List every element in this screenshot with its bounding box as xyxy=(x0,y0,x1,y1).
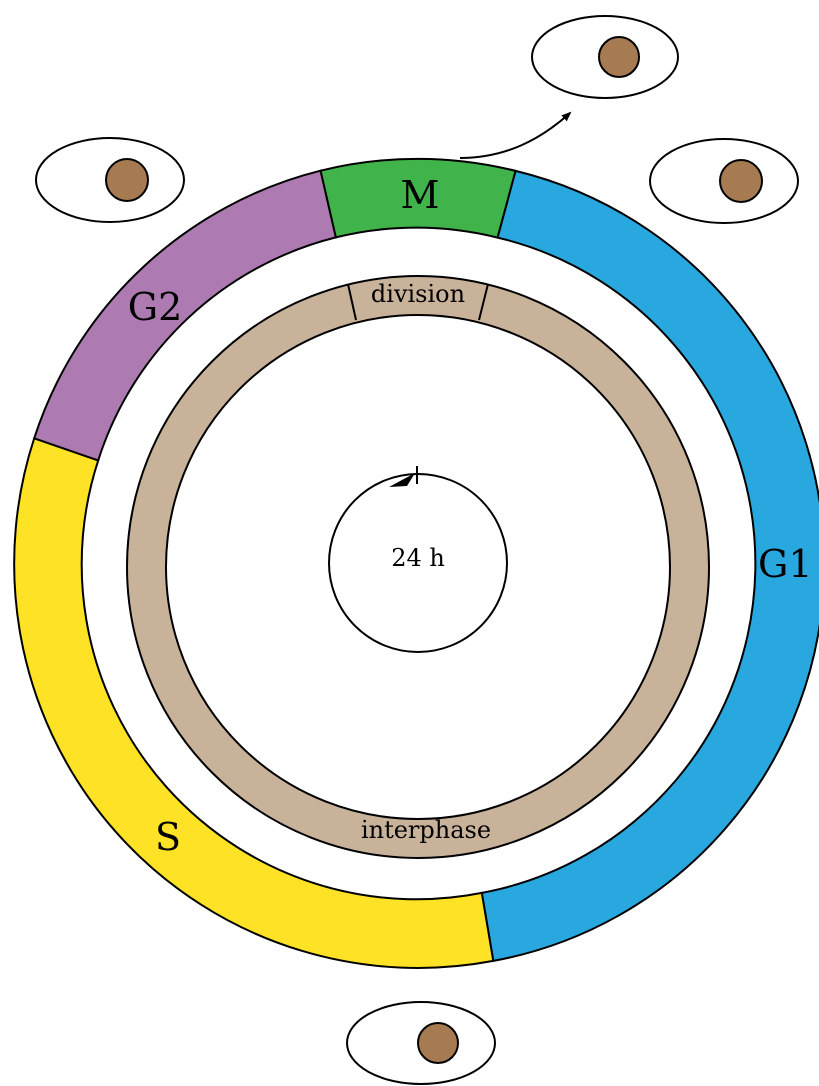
cell-right xyxy=(649,138,799,224)
cell-nucleus xyxy=(105,158,149,202)
cell-top-left xyxy=(35,137,185,223)
phase-label-g2: G2 xyxy=(128,285,183,329)
inner-ring: division interphase xyxy=(125,275,711,859)
phase-segment-g2 xyxy=(32,169,337,462)
phase-ring xyxy=(13,157,819,969)
clock-arrow-icon xyxy=(389,473,415,487)
phase-segment-s xyxy=(13,437,495,969)
cell-nucleus xyxy=(417,1022,459,1064)
division-divider-left xyxy=(347,283,357,321)
inner-ring-band xyxy=(125,275,711,859)
cell-top-right xyxy=(531,15,679,99)
cell-nucleus xyxy=(598,36,640,78)
clock: 24 h xyxy=(328,466,508,653)
phase-labels: M G1 S G2 xyxy=(128,173,813,859)
phase-label-g1: G1 xyxy=(758,542,813,586)
phase-segment-g1 xyxy=(480,169,819,963)
cell-nucleus xyxy=(719,159,763,203)
division-arrow xyxy=(459,111,572,159)
phase-label-s: S xyxy=(155,815,181,859)
clock-label: 24 h xyxy=(391,544,445,572)
interphase-label: interphase xyxy=(361,816,491,844)
division-divider-right xyxy=(478,283,489,321)
division-label: division xyxy=(371,280,465,308)
cell-bottom xyxy=(346,1001,496,1085)
phase-label-m: M xyxy=(401,173,440,217)
